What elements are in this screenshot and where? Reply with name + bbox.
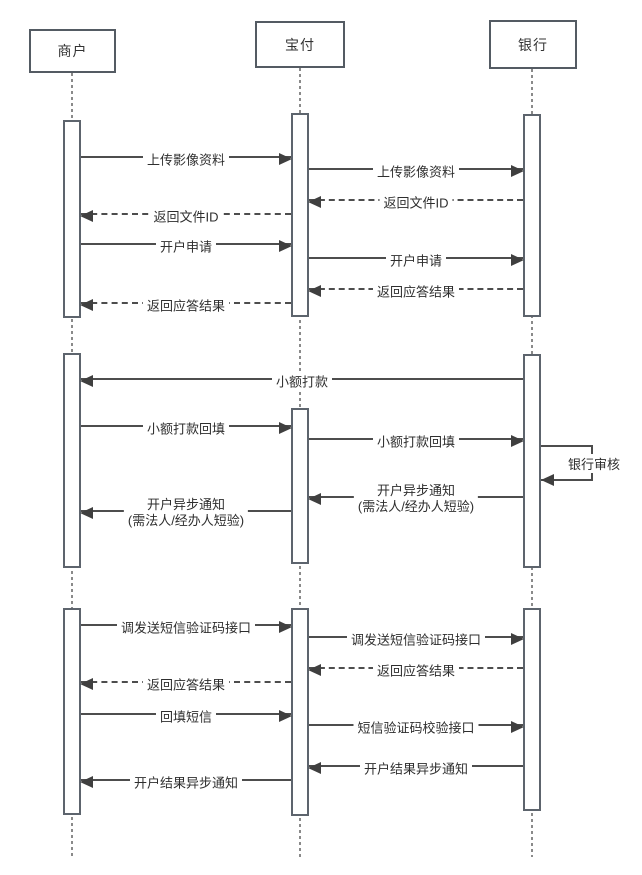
arrowhead-left-icon bbox=[80, 299, 93, 311]
message-label: 回填短信 bbox=[155, 706, 217, 726]
message-label: 返回应答结果 bbox=[142, 674, 230, 694]
arrowhead-right-icon bbox=[279, 240, 292, 252]
message-label: 开户申请 bbox=[385, 250, 447, 270]
message-call-send-sms-code-baofu-bank: 调发送短信验证码接口 bbox=[309, 629, 524, 649]
message-label: 开户异步通知(需法人/经办人短验) bbox=[353, 483, 479, 515]
activation-bar-merchant-3 bbox=[63, 608, 81, 815]
arrowhead-left-icon bbox=[308, 493, 321, 505]
arrowhead-right-icon bbox=[511, 435, 524, 447]
message-label: 开户结果异步通知 bbox=[359, 758, 473, 778]
message-return-response-2-baofu-merchant: 返回应答结果 bbox=[80, 674, 291, 694]
message-open-account-async-notify-baofu-merchant: 开户异步通知(需法人/经办人短验) bbox=[80, 497, 291, 529]
message-return-file-id-bank-baofu: 返回文件ID bbox=[308, 192, 523, 212]
self-message-label: 银行审核 bbox=[566, 454, 623, 473]
arrowhead-left-icon bbox=[80, 507, 93, 519]
activation-bar-baofu-1 bbox=[291, 113, 309, 317]
message-label: 短信验证码校验接口 bbox=[353, 717, 479, 737]
arrowhead-left-icon bbox=[80, 210, 93, 222]
arrowhead-right-icon bbox=[511, 165, 524, 177]
activation-bar-baofu-2 bbox=[291, 408, 309, 564]
actor-box-baofu: 宝付 bbox=[255, 21, 345, 68]
activation-bar-merchant-1 bbox=[63, 120, 81, 318]
actor-label-baofu: 宝付 bbox=[285, 36, 315, 53]
arrowhead-right-icon bbox=[279, 153, 292, 165]
message-transfer-backfill-merchant-baofu: 小额打款回填 bbox=[81, 418, 292, 438]
arrowhead-right-icon bbox=[511, 633, 524, 645]
arrowhead-right-icon bbox=[279, 710, 292, 722]
message-label: 开户异步通知(需法人/经办人短验) bbox=[123, 497, 249, 529]
message-label: 调发送短信验证码接口 bbox=[116, 617, 256, 637]
message-backfill-sms-merchant-baofu: 回填短信 bbox=[81, 706, 292, 726]
message-label: 调发送短信验证码接口 bbox=[346, 629, 486, 649]
arrowhead-right-icon bbox=[511, 721, 524, 733]
message-transfer-backfill-baofu-bank: 小额打款回填 bbox=[309, 431, 524, 451]
message-open-account-async-notify-bank-baofu: 开户异步通知(需法人/经办人短验) bbox=[308, 483, 523, 515]
message-label: 小额打款回填 bbox=[142, 418, 230, 438]
activation-bar-merchant-2 bbox=[63, 353, 81, 568]
arrowhead-left-icon bbox=[80, 776, 93, 788]
activation-bar-baofu-3 bbox=[291, 608, 309, 816]
message-open-result-async-notify-bank-baofu: 开户结果异步通知 bbox=[308, 758, 523, 778]
message-open-account-request-merchant-baofu: 开户申请 bbox=[81, 236, 292, 256]
message-sms-code-verify-baofu-bank: 短信验证码校验接口 bbox=[309, 717, 524, 737]
message-return-file-id-baofu-merchant: 返回文件ID bbox=[80, 206, 291, 226]
message-label: 开户申请 bbox=[155, 236, 217, 256]
message-label: 开户结果异步通知 bbox=[129, 772, 243, 792]
message-label: 返回文件ID bbox=[149, 206, 223, 226]
actor-box-merchant: 商户 bbox=[29, 29, 116, 73]
message-return-response-baofu-merchant: 返回应答结果 bbox=[80, 295, 291, 315]
message-label: 上传影像资料 bbox=[142, 149, 230, 169]
message-label: 上传影像资料 bbox=[372, 161, 460, 181]
arrowhead-left-icon bbox=[308, 285, 321, 297]
actor-label-bank: 银行 bbox=[518, 36, 548, 53]
message-label: 小额打款回填 bbox=[372, 431, 460, 451]
activation-bar-bank-3 bbox=[523, 608, 541, 811]
arrowhead-right-icon bbox=[511, 254, 524, 266]
message-open-account-request-baofu-bank: 开户申请 bbox=[309, 250, 524, 270]
arrowhead-left-icon bbox=[80, 375, 93, 387]
arrowhead-left-icon bbox=[308, 664, 321, 676]
message-upload-image-merchant-baofu: 上传影像资料 bbox=[81, 149, 292, 169]
activation-bar-bank-2 bbox=[523, 354, 541, 568]
message-label: 小额打款 bbox=[271, 371, 333, 391]
arrowhead-left-icon bbox=[308, 762, 321, 774]
activation-bar-bank-1 bbox=[523, 114, 541, 317]
message-label: 返回应答结果 bbox=[372, 660, 460, 680]
arrowhead-left-icon bbox=[80, 678, 93, 690]
message-upload-image-baofu-bank: 上传影像资料 bbox=[309, 161, 524, 181]
actor-label-merchant: 商户 bbox=[57, 43, 88, 59]
message-return-response-bank-baofu: 返回应答结果 bbox=[308, 281, 523, 301]
message-open-result-async-notify-baofu-merchant: 开户结果异步通知 bbox=[80, 772, 291, 792]
arrowhead-left-icon bbox=[541, 474, 554, 486]
arrowhead-right-icon bbox=[279, 621, 292, 633]
message-call-send-sms-code-merchant-baofu: 调发送短信验证码接口 bbox=[81, 617, 292, 637]
message-label: 返回应答结果 bbox=[142, 295, 230, 315]
arrowhead-left-icon bbox=[308, 196, 321, 208]
actor-box-bank: 银行 bbox=[489, 20, 577, 69]
message-return-response-2-bank-baofu: 返回应答结果 bbox=[308, 660, 523, 680]
message-small-amount-transfer-bank-merchant: 小额打款 bbox=[80, 371, 523, 391]
message-label: 返回应答结果 bbox=[372, 281, 460, 301]
message-label: 返回文件ID bbox=[379, 192, 453, 212]
arrowhead-right-icon bbox=[279, 422, 292, 434]
